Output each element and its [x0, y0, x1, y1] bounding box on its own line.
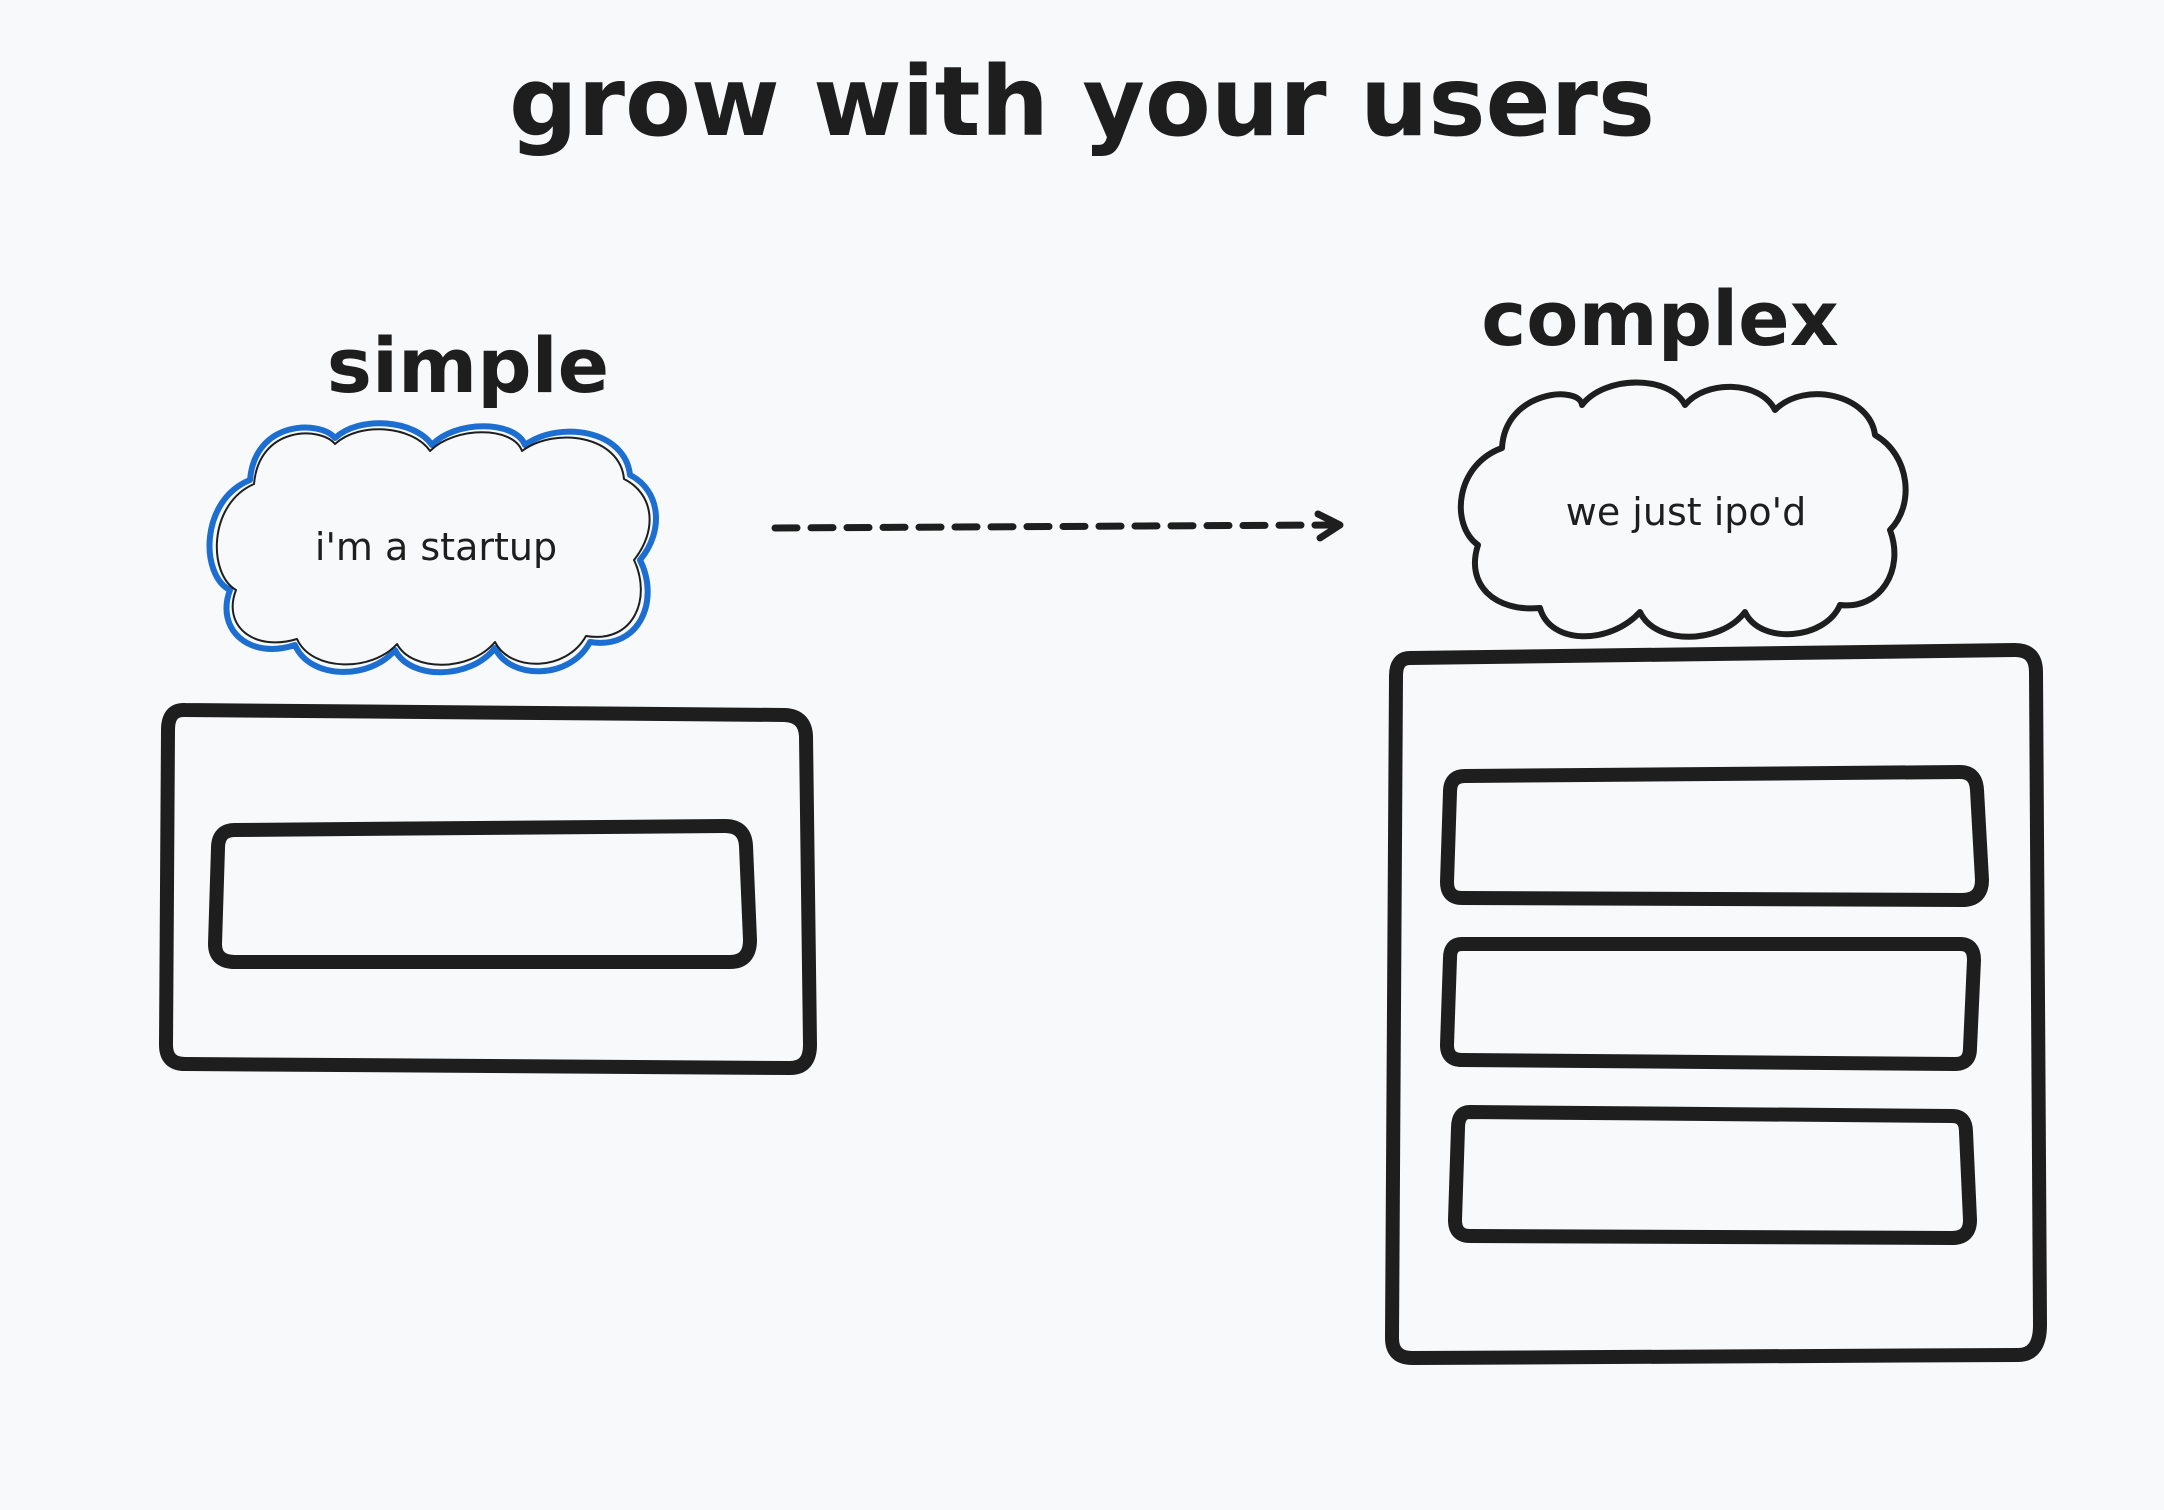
complex-inner-box-3 [1448, 1105, 1977, 1245]
growth-arrow [771, 510, 1344, 542]
complex-inner-box-1 [1440, 765, 1989, 907]
arrow-head [1314, 510, 1344, 542]
simple-group: simple i'm a startup [159, 321, 817, 1075]
simple-cloud-text: i'm a startup [315, 525, 557, 569]
complex-label: complex [1481, 274, 1838, 363]
simple-inner-box [208, 819, 757, 969]
simple-label: simple [327, 321, 609, 410]
diagram-title: grow with your users [509, 46, 1655, 158]
simple-outer-box [159, 703, 817, 1075]
complex-cloud-text: we just ipo'd [1566, 490, 1806, 534]
simple-cloud: i'm a startup [206, 420, 659, 676]
dashed-arrow-line [771, 521, 1334, 532]
complex-inner-box-2 [1440, 937, 1981, 1071]
complex-outer-box [1385, 643, 2047, 1365]
complex-cloud: we just ipo'd [1457, 379, 1909, 640]
complex-group: complex we just ipo'd [1385, 274, 2047, 1365]
